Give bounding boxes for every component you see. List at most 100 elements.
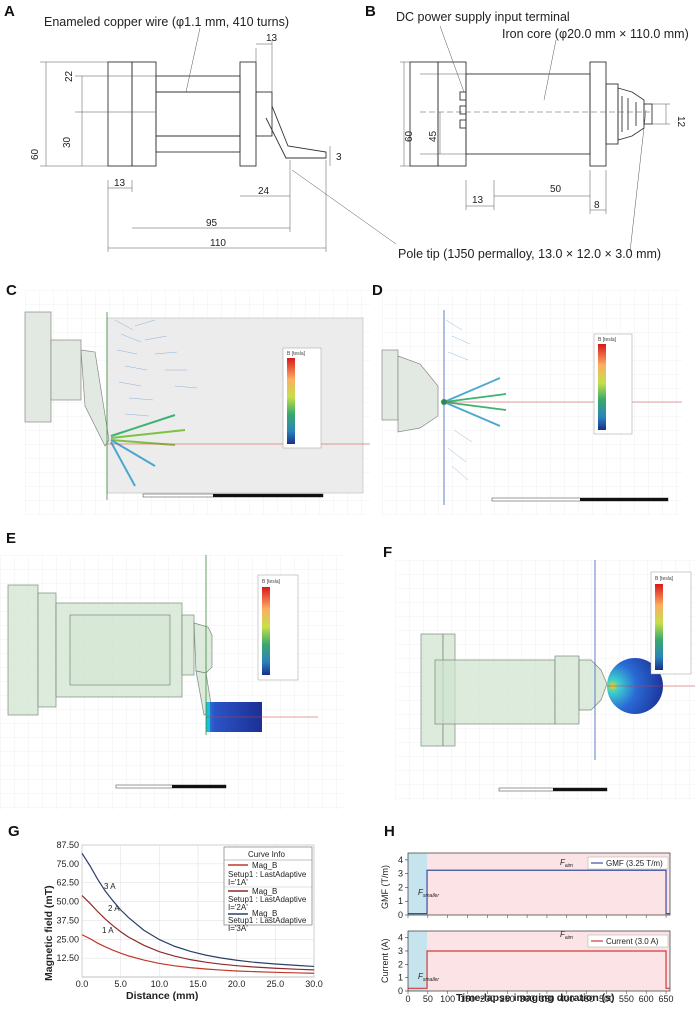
h-xtick-label: 150 — [460, 994, 475, 1004]
h-xtick-label: 450 — [579, 994, 594, 1004]
h-xlabel: Time-lapse imaging duration (s) — [456, 992, 615, 1004]
g-legend-2-line3: I='2A' — [228, 903, 248, 912]
h-xtick-label: 50 — [423, 994, 433, 1004]
h-xtick-label: 300 — [520, 994, 535, 1004]
panel-label-f: F — [383, 544, 392, 561]
dim-95: 95 — [206, 218, 218, 229]
dim-b-45: 45 — [428, 130, 439, 142]
g-legend-2-line1: Mag_B — [252, 887, 277, 896]
h-xtick-label: 500 — [599, 994, 614, 1004]
magnet-3d-f — [420, 633, 608, 747]
g-legend-1-line2: Setup1 : LastAdaptive — [228, 870, 307, 879]
dimension-lines-b — [291, 25, 670, 253]
dim-24: 24 — [258, 186, 270, 197]
h-ytick-label: 4 — [398, 855, 403, 865]
g-xtick-label: 20.0 — [228, 979, 246, 989]
g-curve-label-1a: 1 A — [102, 926, 114, 935]
g-xtick-label: 25.0 — [267, 979, 285, 989]
g-series-line — [81, 852, 315, 968]
dim-30: 30 — [62, 136, 73, 148]
panel-a-drawing: Enameled copper wire (φ1.1 mm, 410 turns… — [30, 15, 342, 252]
dim-b-12: 12 — [675, 116, 686, 128]
g-legend-3-line1: Mag_B — [252, 909, 277, 918]
h-series-line — [408, 869, 670, 915]
g-legend-title: Curve Info — [248, 850, 285, 859]
terminal-label: DC power supply input terminal — [396, 10, 570, 24]
h-series-lines — [408, 869, 670, 989]
panel-c-simulation: B [tesla] — [24, 290, 370, 515]
h-series-line — [408, 950, 670, 989]
dim-b-13: 13 — [472, 195, 484, 206]
pole-tip-label: Pole tip (1J50 permalloy, 13.0 × 12.0 × … — [398, 247, 661, 261]
g-xtick-label: 15.0 — [189, 979, 207, 989]
g-xtick-label: 10.0 — [151, 979, 169, 989]
magnet-outline-d — [381, 349, 439, 433]
dim-13-bottom: 13 — [114, 178, 126, 189]
g-ytick-label: 25.00 — [56, 934, 79, 944]
h-ytick-label: 3 — [398, 946, 403, 956]
panel-d-simulation: B [tesla] — [381, 290, 682, 515]
h-xtick-label: 0 — [405, 994, 410, 1004]
h-phase-band — [408, 853, 428, 915]
panel-label-e: E — [6, 530, 16, 547]
h-ylabel-top: GMF (T/m) — [380, 865, 390, 909]
g-xtick-label: 0.0 — [76, 979, 89, 989]
g-xtick-label: 5.0 — [114, 979, 127, 989]
panel-e-simulation: B [tesla] — [0, 555, 345, 810]
dim-3: 3 — [336, 152, 342, 163]
h-axes-frames — [407, 852, 671, 992]
h-faim-top: Faim — [560, 858, 573, 869]
h-legend-label: GMF (3.25 T/m) — [606, 859, 663, 868]
magnet-3d-e — [7, 584, 213, 716]
panel-f-simulation: B [tesla] — [395, 560, 695, 800]
g-curve-label-2a: 2 A — [108, 904, 120, 913]
g-legend-1-line3: I='1A' — [228, 878, 248, 887]
panel-b-drawing: DC power supply input terminal Iron core… — [291, 10, 689, 261]
g-xtick-label: 30.0 — [305, 979, 323, 989]
h-legend-box — [587, 934, 669, 948]
legend-title-f: B [tesla] — [655, 576, 674, 582]
h-ytick-label: 4 — [398, 933, 403, 943]
h-phase-bands — [408, 853, 670, 991]
g-ytick-label: 75.00 — [56, 859, 79, 869]
electromagnet-side-view-b — [409, 61, 653, 167]
g-legend: Curve Info Mag_B Setup1 : LastAdaptive I… — [223, 846, 313, 926]
panel-g-chart: 0.0 5.0 10.0 15.0 20.0 25.0 30.0 12.50 25.00 37.5… — [43, 840, 323, 1002]
wire-label: Enameled copper wire (φ1.1 mm, 410 turns… — [44, 15, 289, 29]
core-label: Iron core (φ20.0 mm × 110.0 mm) — [502, 27, 689, 41]
h-frame — [407, 852, 671, 916]
g-series-line — [81, 895, 315, 971]
h-legend-box — [587, 856, 669, 870]
g-legend-1-line1: Mag_B — [252, 861, 277, 870]
g-tick-labels: 0.0 5.0 10.0 15.0 20.0 25.0 30.0 12.50 25.00 37.5… — [56, 840, 322, 989]
g-legend-2-line2: Setup1 : LastAdaptive — [228, 895, 307, 904]
dim-b-8: 8 — [594, 200, 600, 211]
h-ytick-label: 0 — [398, 986, 403, 996]
g-ytick-label: 12.50 — [56, 953, 79, 963]
h-xtick-label: 400 — [559, 994, 574, 1004]
h-frame — [407, 930, 671, 992]
legend-title-e: B [tesla] — [262, 579, 281, 585]
g-legend-3-line2: Setup1 : LastAdaptive — [228, 916, 307, 925]
electromagnet-side-view — [107, 61, 327, 167]
strong-field-arrows-d — [443, 377, 507, 427]
field-arrows-c — [114, 319, 198, 417]
h-fsmaller-bottom: Fsmaller — [418, 972, 439, 983]
g-ytick-label: 37.50 — [56, 915, 79, 925]
h-fsmaller-top: Fsmaller — [418, 888, 439, 899]
g-gridlines — [81, 844, 315, 977]
h-ytick-label: 3 — [398, 869, 403, 879]
h-xtick-label: 200 — [480, 994, 495, 1004]
g-ytick-label: 62.50 — [56, 878, 79, 888]
g-series-lines — [81, 852, 315, 974]
field-arrows-d — [445, 319, 473, 481]
h-ylabel-bottom: Current (A) — [380, 938, 390, 983]
panel-label-c: C — [6, 282, 17, 299]
g-ytick-label: 50.00 — [56, 897, 79, 907]
legend-title-d: B [tesla] — [598, 337, 617, 343]
h-ytick-label: 2 — [398, 882, 403, 892]
h-ytick-label: 1 — [398, 973, 403, 983]
legend-title-c: B [tesla] — [287, 351, 306, 357]
